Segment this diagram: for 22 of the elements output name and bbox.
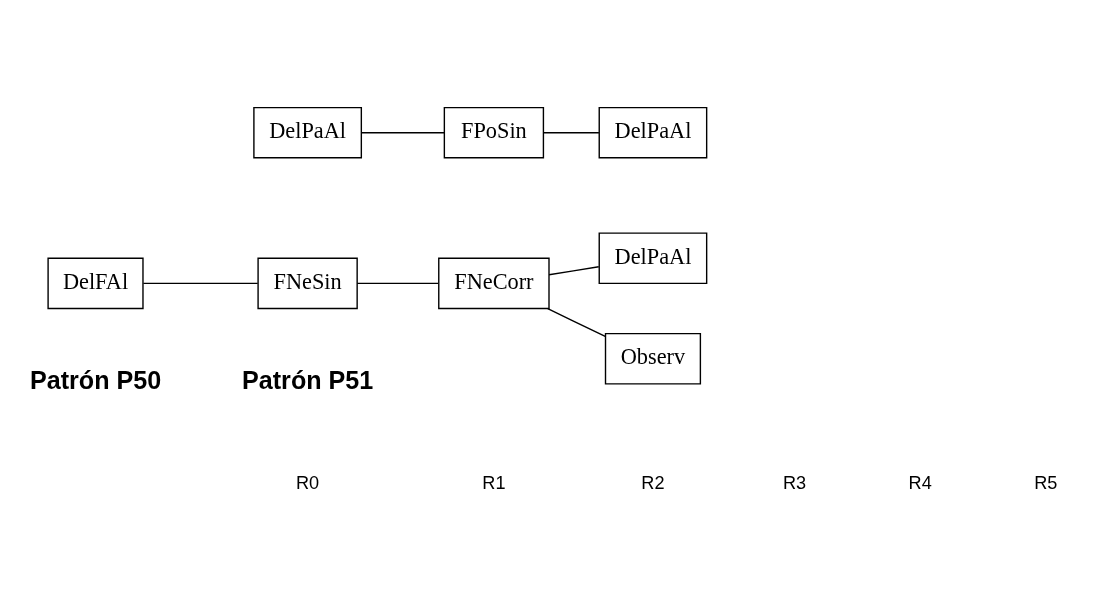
connector bbox=[542, 131, 600, 133]
label: R0 bbox=[296, 472, 320, 493]
connector bbox=[548, 265, 600, 275]
node-box: DelFAl bbox=[47, 257, 144, 309]
node-box: FNeCorr bbox=[438, 257, 550, 309]
connector bbox=[142, 282, 259, 284]
label: Patrón P51 bbox=[242, 365, 374, 394]
label: R1 bbox=[482, 472, 506, 493]
node-box: Observ bbox=[604, 332, 702, 385]
node-box: FPoSin bbox=[443, 106, 545, 158]
node-box: DelPaAl bbox=[598, 231, 708, 284]
label: R2 bbox=[641, 472, 665, 493]
connector bbox=[547, 307, 606, 337]
node-box: FNeSin bbox=[257, 257, 358, 309]
label: R3 bbox=[782, 472, 807, 493]
label: R4 bbox=[908, 472, 932, 493]
node-box: DelPaAl bbox=[598, 106, 708, 158]
label: Patrón P50 bbox=[29, 365, 162, 394]
node-box: DelPaAl bbox=[253, 106, 363, 158]
connector bbox=[360, 131, 445, 133]
label: R5 bbox=[1034, 472, 1058, 493]
connector bbox=[356, 282, 439, 284]
